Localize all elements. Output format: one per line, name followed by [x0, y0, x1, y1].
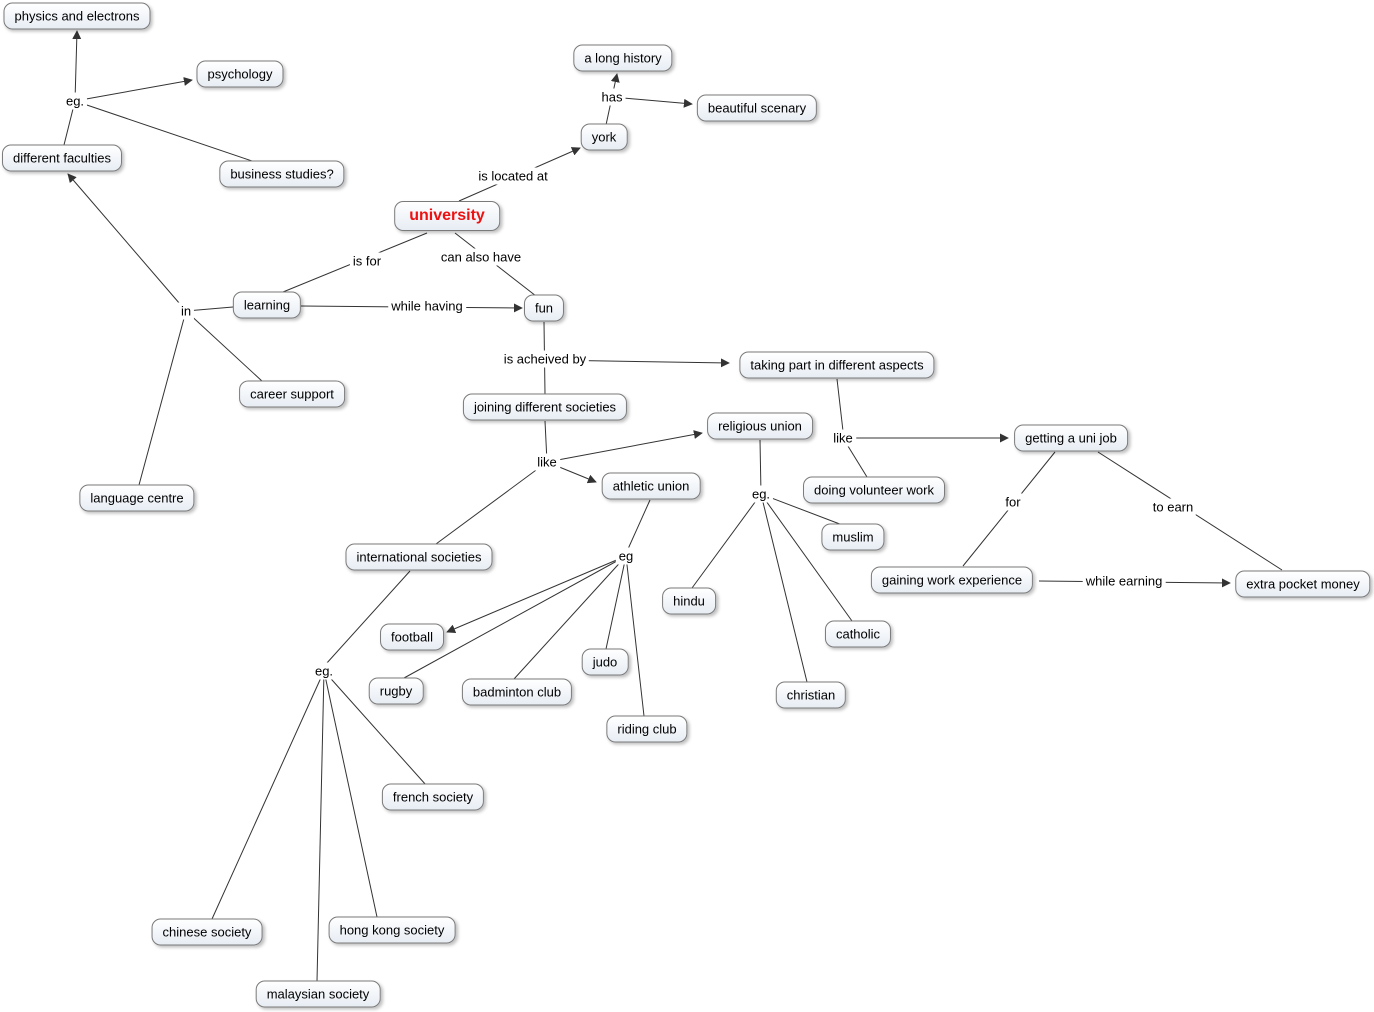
link-label-eg-religious[interactable]: eg. — [748, 485, 774, 503]
edge — [74, 77, 193, 102]
edge — [691, 493, 762, 589]
edge — [185, 310, 264, 383]
node-beautiful-scenary[interactable]: beautiful scenary — [696, 94, 818, 122]
node-football[interactable]: football — [380, 623, 444, 651]
edge — [759, 439, 762, 495]
edge — [627, 499, 651, 550]
link-label-while-earning[interactable]: while earning — [1082, 572, 1166, 590]
link-label-like-aspects[interactable]: like — [830, 429, 856, 447]
node-hong-kong-society[interactable]: hong kong society — [328, 916, 456, 944]
node-psychology[interactable]: psychology — [196, 60, 284, 88]
edge — [72, 30, 82, 102]
node-international-societies[interactable]: international societies — [345, 543, 493, 571]
edge — [625, 555, 645, 717]
node-a-long-history[interactable]: a long history — [573, 44, 673, 72]
node-university[interactable]: university — [394, 201, 500, 231]
edge — [836, 378, 844, 432]
edge — [323, 670, 427, 786]
node-joining-different-societies[interactable]: joining different societies — [462, 393, 628, 421]
edge — [760, 493, 853, 622]
node-riding-club[interactable]: riding club — [606, 715, 688, 743]
node-rugby[interactable]: rugby — [368, 677, 424, 705]
edge — [316, 670, 325, 982]
link-label-is-located-at[interactable]: is located at — [475, 167, 551, 185]
node-religious-union[interactable]: religious union — [707, 412, 813, 440]
link-label-is-acheived-by[interactable]: is acheived by — [500, 350, 590, 368]
link-label-eg-athletic[interactable]: eg — [615, 547, 637, 565]
node-muslim[interactable]: muslim — [821, 523, 885, 551]
edge — [605, 555, 627, 650]
edge — [513, 555, 627, 680]
node-gaining-work-experience[interactable]: gaining work experience — [870, 566, 1034, 594]
node-doing-volunteer-work[interactable]: doing volunteer work — [803, 476, 945, 504]
link-label-for[interactable]: for — [1002, 493, 1024, 511]
node-french-society[interactable]: french society — [381, 783, 485, 811]
node-fun[interactable]: fun — [523, 294, 565, 322]
node-athletic-union[interactable]: athletic union — [601, 472, 701, 500]
edge — [323, 670, 378, 918]
edge — [138, 310, 187, 486]
node-different-faculties[interactable]: different faculties — [1, 144, 123, 172]
node-business-studies[interactable]: business studies? — [219, 160, 345, 188]
node-chinese-society[interactable]: chinese society — [151, 918, 263, 946]
link-label-in[interactable]: in — [177, 302, 195, 320]
node-extra-pocket-money[interactable]: extra pocket money — [1235, 570, 1371, 598]
edge — [403, 555, 627, 679]
link-label-has[interactable]: has — [598, 88, 626, 106]
link-label-is-for[interactable]: is for — [349, 252, 385, 270]
edge — [435, 461, 548, 545]
edge — [446, 555, 627, 633]
edge — [211, 670, 325, 920]
node-taking-part-in-different-aspects[interactable]: taking part in different aspects — [739, 351, 935, 379]
node-malaysian-society[interactable]: malaysian society — [255, 980, 381, 1008]
edge — [325, 570, 411, 665]
link-label-can-also-have[interactable]: can also have — [437, 248, 525, 266]
link-label-like-societies[interactable]: like — [534, 453, 560, 471]
edge — [760, 493, 808, 683]
node-judo[interactable]: judo — [581, 648, 629, 676]
node-christian[interactable]: christian — [775, 681, 847, 709]
edge — [67, 173, 187, 312]
edge — [74, 100, 259, 164]
node-language-centre[interactable]: language centre — [79, 484, 195, 512]
link-label-while-having[interactable]: while having — [388, 297, 466, 315]
node-york[interactable]: york — [580, 123, 628, 151]
link-label-eg-international[interactable]: eg. — [311, 662, 337, 680]
link-label-eg-faculties[interactable]: eg. — [62, 92, 88, 110]
node-learning[interactable]: learning — [232, 291, 302, 319]
node-career-support[interactable]: career support — [239, 380, 345, 408]
edge — [546, 430, 703, 463]
node-catholic[interactable]: catholic — [824, 620, 892, 648]
node-hindu[interactable]: hindu — [662, 587, 716, 615]
node-getting-a-uni-job[interactable]: getting a uni job — [1014, 424, 1128, 452]
node-physics-and-electrons[interactable]: physics and electrons — [3, 2, 151, 30]
edge — [760, 493, 846, 527]
node-badminton-club[interactable]: badminton club — [461, 678, 573, 706]
link-label-to-earn[interactable]: to earn — [1149, 498, 1197, 516]
